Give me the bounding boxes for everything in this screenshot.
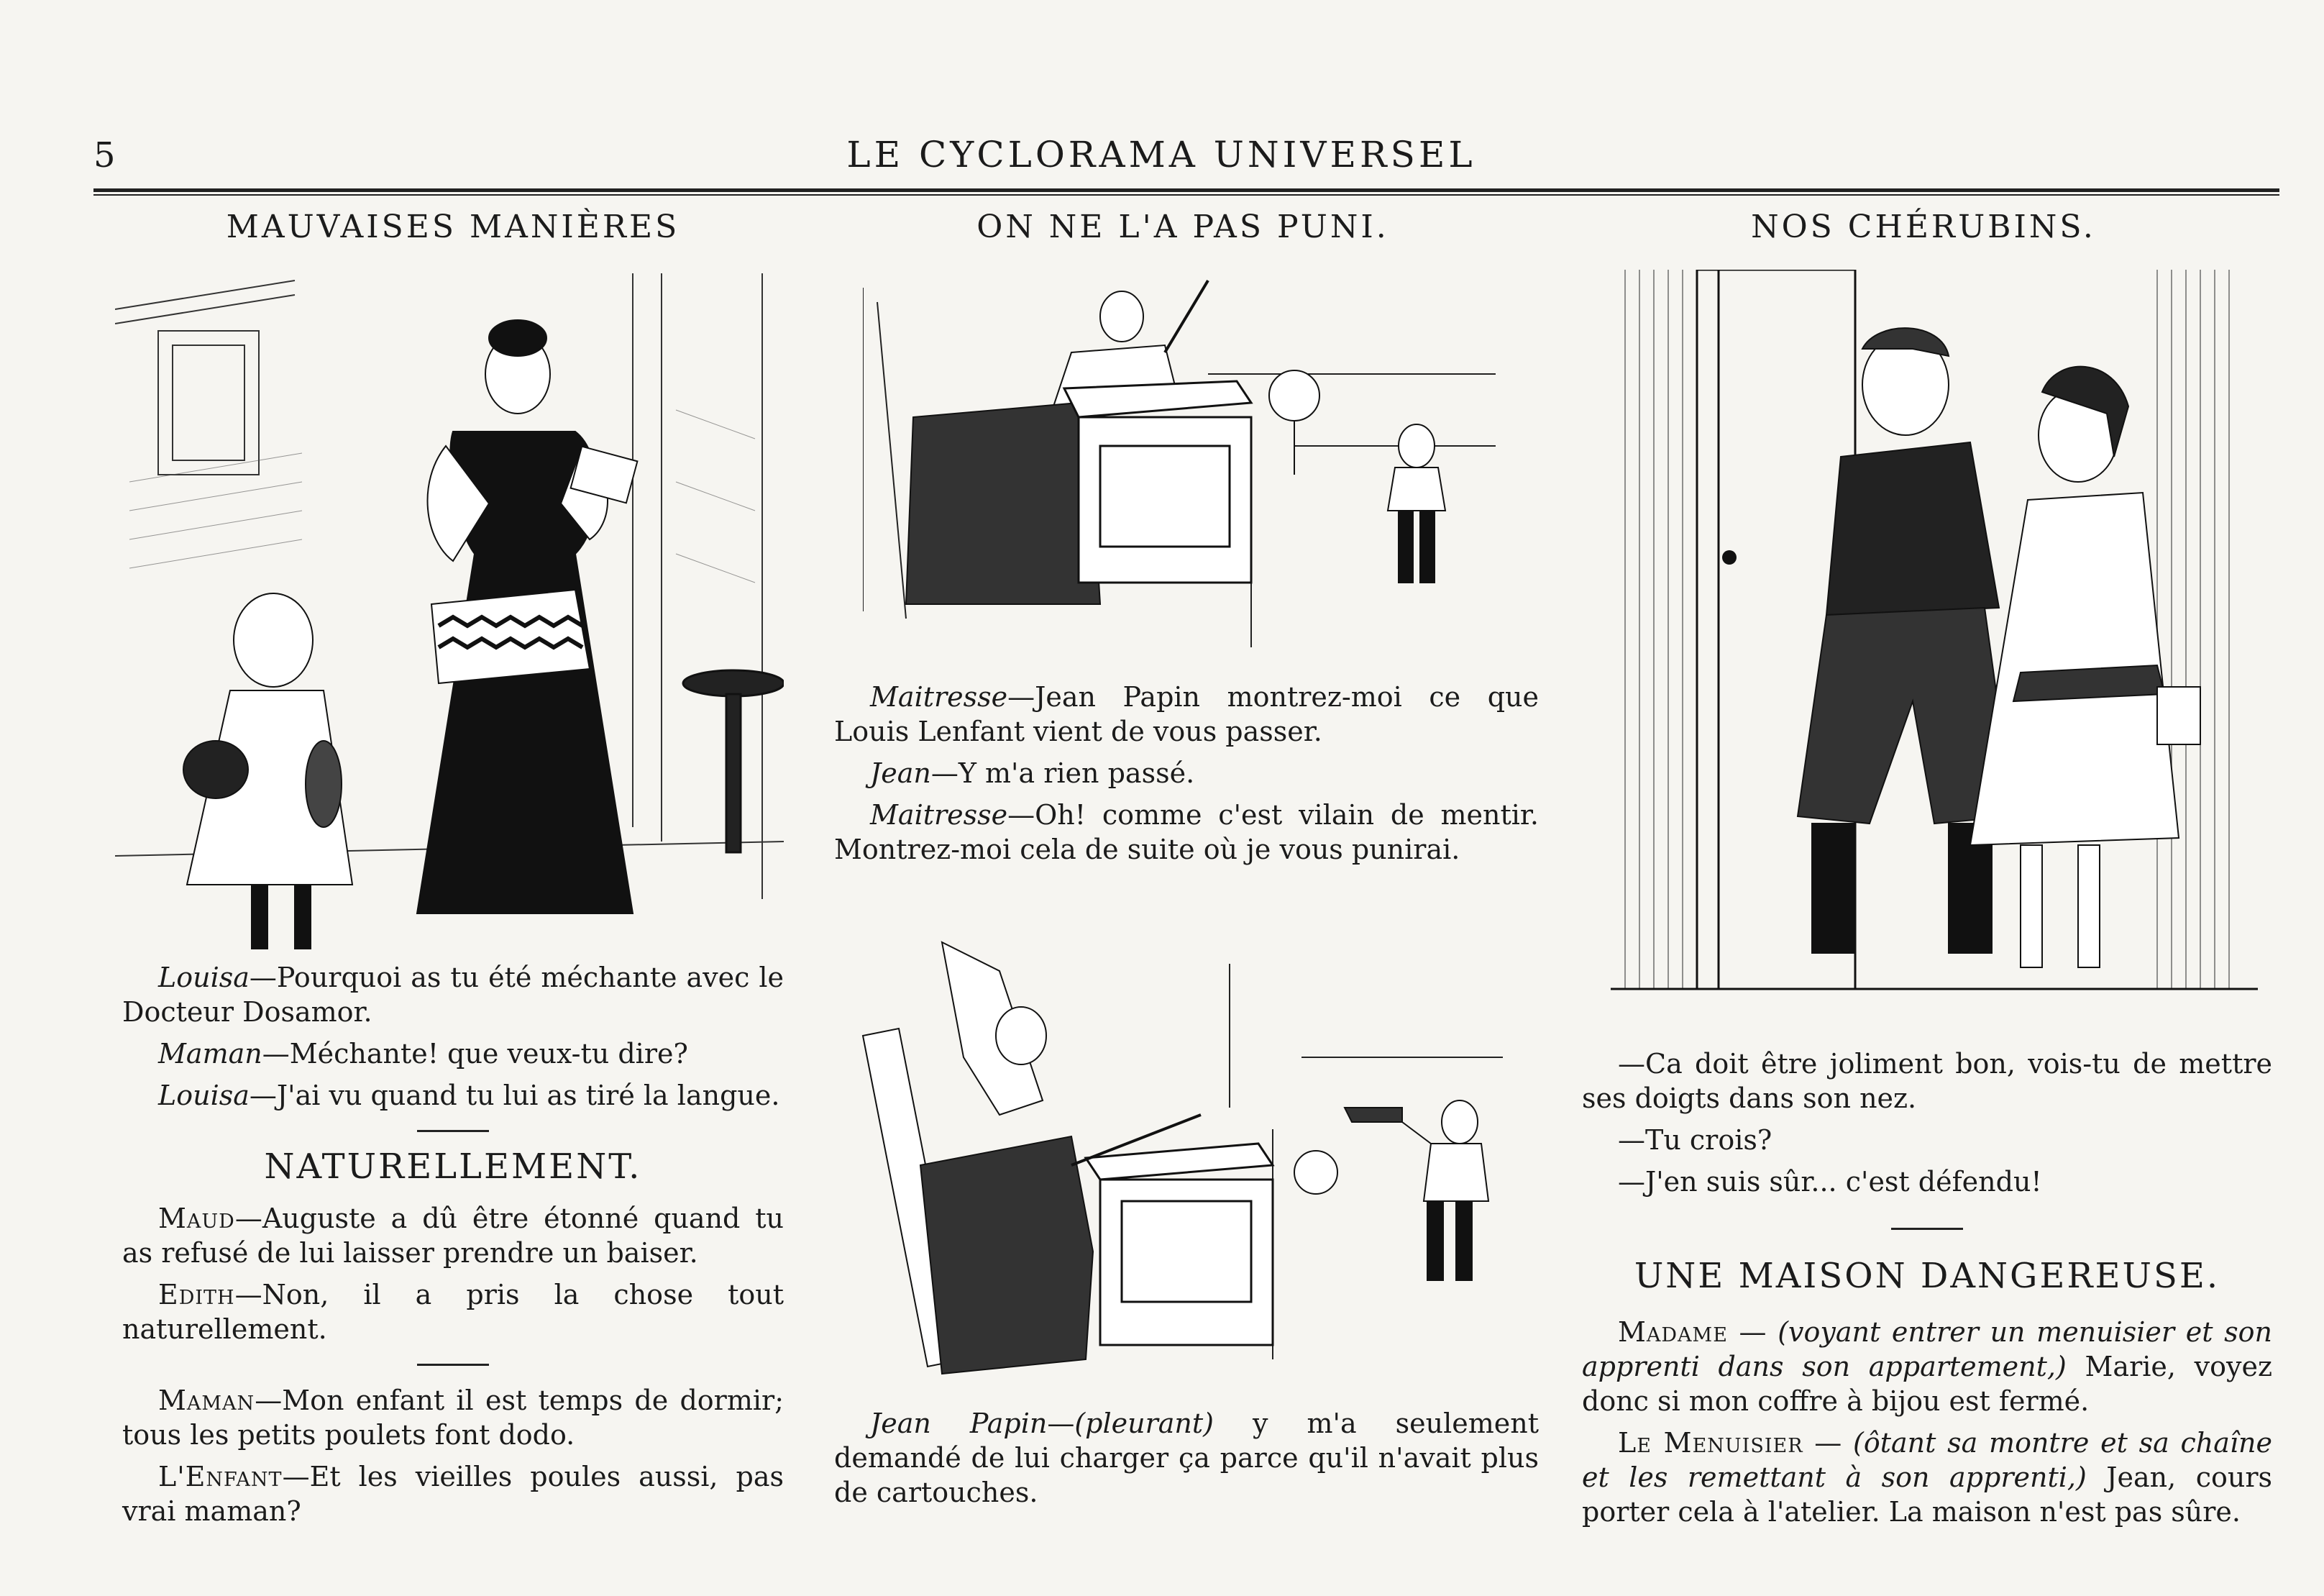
header-rule (93, 188, 2279, 192)
aside: (pleurant) (1074, 1408, 1214, 1439)
speaker: L'Enfant (158, 1461, 283, 1492)
line-text: —Non, il a pris la chose tout naturellem… (122, 1279, 784, 1345)
dialog-on-ne-la-pas-puni: Maitresse—Jean Papin montrez-moi ce que … (834, 680, 1539, 874)
speaker: Jean Papin (870, 1408, 1048, 1439)
dialog-mauvaises-manieres: Louisa—Pourquoi as tu été méchante avec … (122, 960, 784, 1536)
line-text: Jean, cours porter cela à l'atelier. La … (1582, 1462, 2273, 1528)
page-number: 5 (93, 135, 116, 175)
dialog-line: —Ca doit être joliment bon, vois-tu de m… (1582, 1048, 2272, 1114)
speaker: Maitresse (870, 681, 1008, 713)
journal-title: LE CYCLORAMA UNIVERSEL (846, 134, 1476, 175)
dialog-line: L'Enfant—Et les vieilles poules aussi, p… (122, 1459, 784, 1528)
dialog-line: Madame — (voyant entrer un menuisier et … (1582, 1316, 2272, 1417)
header-rule-thin (93, 194, 2279, 196)
illustration-classroom-1 (863, 273, 1496, 647)
speaker: Maitresse (870, 799, 1008, 831)
line-text: Marie, voyez donc si mon coffre à bijou … (1582, 1351, 2272, 1417)
speaker: Le Menuisier (1618, 1427, 1803, 1459)
aside: (voyant entrer un menuisier et son appre… (1582, 1316, 2272, 1382)
page-header: 5 LE CYCLORAMA UNIVERSEL (93, 128, 2229, 178)
dialog-line: Maitresse—Oh! comme c'est vilain de ment… (834, 798, 1539, 867)
dialog-line: Jean Papin—(pleurant) y m'a seulement de… (834, 1408, 1539, 1508)
dialog-line: Maud—Auguste a dû être étonné quand tu a… (122, 1201, 784, 1270)
section-divider (1891, 1228, 1963, 1230)
title-une-maison-dangereuse: UNE MAISON DANGEREUSE. (1634, 1256, 2220, 1296)
dialog-line: Edith—Non, il a pris la chose tout natur… (122, 1277, 784, 1346)
speaker: Maud (158, 1203, 235, 1234)
dialog-line: —J'en suis sûr... c'est défendu! (1618, 1166, 2042, 1198)
line-text: —Y m'a rien passé. (930, 757, 1195, 789)
dialog-line: Jean—Y m'a rien passé. (834, 756, 1539, 790)
column-1: MAUVAISES MANIÈRES (108, 201, 798, 245)
title-naturellement: NATURELLEMENT. (264, 1146, 642, 1187)
line-text: —Oh! comme c'est vilain de mentir. Montr… (834, 799, 1539, 865)
title-mauvaises-manieres: MAUVAISES MANIÈRES (226, 209, 680, 245)
line-text: —Auguste a dû être étonné quand tu as re… (122, 1203, 784, 1269)
line-text: —Méchante! que veux-tu dire? (262, 1038, 688, 1070)
caption-jean-papin: Jean Papin—(pleurant) y m'a seulement de… (834, 1406, 1539, 1517)
illustration-classroom-2 (856, 928, 1503, 1395)
speaker: Edith (158, 1279, 235, 1310)
line-text: —J'ai vu quand tu lui as tiré la langue. (249, 1080, 780, 1111)
title-on-ne-la-pas-puni: ON NE L'A PAS PUNI. (976, 209, 1389, 245)
speaker: Maman (158, 1038, 262, 1070)
section-divider (417, 1364, 489, 1366)
dialog-line: Louisa—Pourquoi as tu été méchante avec … (122, 960, 784, 1029)
line-text: —Jean Papin montrez-moi ce que Louis Len… (834, 681, 1539, 747)
illustration-nos-cherubins (1611, 270, 2258, 1003)
speaker: Louisa (158, 962, 250, 993)
line-text: —Mon enfant il est temps de dormir; tous… (122, 1385, 784, 1451)
dialog-line: Le Menuisier — (ôtant sa montre et sa ch… (1582, 1427, 2273, 1528)
title-nos-cherubins: NOS CHÉRUBINS. (1751, 209, 2096, 245)
dialog-line: Maman—Méchante! que veux-tu dire? (122, 1036, 784, 1071)
aside: (ôtant sa montre et sa chaîne et les rem… (1582, 1427, 2272, 1493)
dialog-line: Louisa—J'ai vu quand tu lui as tiré la l… (122, 1078, 784, 1113)
speaker: Madame (1618, 1316, 1728, 1348)
illustration-mauvaises-manieres (115, 266, 784, 949)
dialog-line: —Tu crois? (1618, 1124, 1772, 1156)
line-text: —Pourquoi as tu été méchante avec le Doc… (122, 962, 784, 1028)
section-divider (417, 1130, 489, 1132)
dialog-nos-cherubins: —Ca doit être joliment bon, vois-tu de m… (1582, 1046, 2272, 1536)
dialog-line: Maitresse—Jean Papin montrez-moi ce que … (834, 680, 1539, 749)
line-text: y m'a seulement demandé de lui charger ç… (834, 1408, 1539, 1508)
speaker: Jean (870, 757, 931, 789)
speaker: Louisa (158, 1080, 250, 1111)
line-text: —Et les vieilles poules aussi, pas vrai … (122, 1461, 784, 1527)
column-3: NOS CHÉRUBINS. (1568, 201, 2279, 245)
dialog-line: Maman—Mon enfant il est temps de dormir;… (122, 1383, 784, 1452)
column-2: ON NE L'A PAS PUNI. (827, 201, 1539, 245)
speaker: Maman (158, 1385, 255, 1416)
